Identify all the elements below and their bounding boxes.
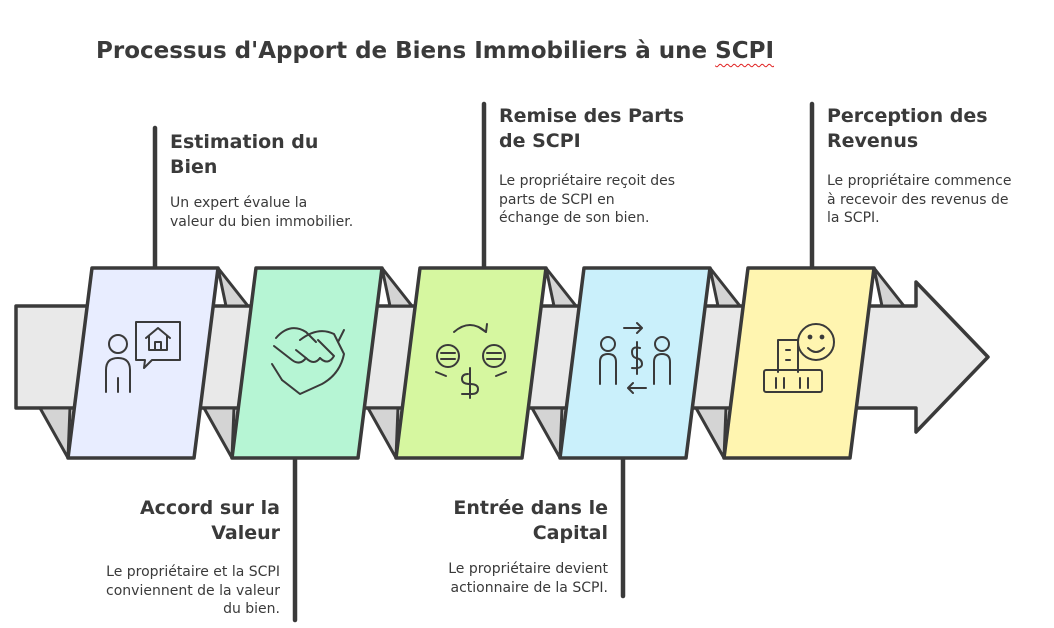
step-2-desc-line-3: du bien.: [223, 601, 280, 617]
person-house-speech-icon: [105, 321, 181, 393]
step-3-title-line-1: Remise des Parts: [499, 105, 685, 127]
step-1-panel: [66, 266, 220, 460]
step-3-desc-line-3: échange de son bien.: [499, 210, 650, 226]
step-2-desc-line-2: conviennent de la valeur: [106, 582, 280, 599]
step-5-desc-line-2: à recevoir des revenus de: [827, 191, 1009, 208]
fold-3: [544, 266, 578, 308]
step-1-title-line-1: Estimation du: [170, 131, 319, 153]
step-1-desc-line-1: Un expert évalue la: [170, 195, 308, 211]
step-3-panel: [394, 266, 548, 460]
step-4-title-line-2: Capital: [532, 522, 608, 544]
step-1-desc-line-2: valeur du bien immobilier.: [170, 213, 354, 230]
step-1-title: Estimation du Bien: [170, 130, 318, 180]
step-1-description: Un expert évalue la valeur du bien immob…: [170, 194, 353, 231]
title-scpi-text: SCPI: [715, 38, 775, 64]
step-5-description: Le propriétaire commence à recevoir des …: [827, 172, 1011, 228]
step-2-desc-line-1: Le propriétaire et la SCPI: [106, 564, 280, 580]
fold-1: [216, 266, 250, 308]
fold-2: [380, 266, 414, 308]
step-3-desc-line-1: Le propriétaire reçoit des: [499, 173, 676, 189]
step-2-title-line-2: Valeur: [211, 522, 280, 544]
fold-6: [38, 406, 72, 460]
fold-7: [202, 406, 236, 460]
people-money-transfer-icon: [599, 322, 671, 394]
step-4-title-line-1: Entrée dans le: [453, 497, 608, 519]
step-4-title: Entrée dans le Capital: [388, 496, 608, 546]
fold-9: [530, 406, 564, 460]
step-3-desc-line-2: parts de SCPI en: [499, 191, 615, 208]
step-5-title-line-1: Perception des: [827, 105, 988, 127]
coin-exchange-icon: [435, 323, 507, 399]
step-5-desc-line-1: Le propriétaire commence: [827, 173, 1012, 189]
step-4-panel: [558, 266, 712, 460]
fold-8: [366, 406, 400, 460]
step-4-description: Le propriétaire devient actionnaire de l…: [368, 560, 608, 597]
step-2-title: Accord sur la Valeur: [60, 496, 280, 546]
step-5-desc-line-3: la SCPI.: [827, 210, 880, 226]
step-5-title-line-2: Revenus: [827, 130, 919, 152]
happy-income-icon: [763, 323, 835, 393]
step-2-description: Le propriétaire et la SCPI conviennent d…: [40, 563, 280, 619]
step-2-panel: [230, 266, 384, 460]
step-4-desc-line-1: Le propriétaire devient: [448, 561, 608, 577]
fold-4: [708, 266, 742, 308]
step-1-title-line-2: Bien: [170, 156, 218, 178]
step-2-title-line-1: Accord sur la: [139, 497, 280, 519]
step-3-title: Remise des Parts de SCPI: [499, 104, 684, 154]
step-5-title: Perception des Revenus: [827, 104, 988, 154]
step-3-description: Le propriétaire reçoit des parts de SCPI…: [499, 172, 675, 228]
fold-5: [872, 266, 906, 308]
step-3-title-line-2: de SCPI: [499, 130, 581, 152]
handshake-icon: [271, 327, 345, 395]
page-title: Processus d'Apport de Biens Immobiliers …: [96, 38, 774, 64]
title-main-text: Processus d'Apport de Biens Immobiliers …: [96, 38, 716, 64]
step-4-desc-line-2: actionnaire de la SCPI.: [450, 579, 609, 596]
fold-10: [694, 406, 728, 460]
